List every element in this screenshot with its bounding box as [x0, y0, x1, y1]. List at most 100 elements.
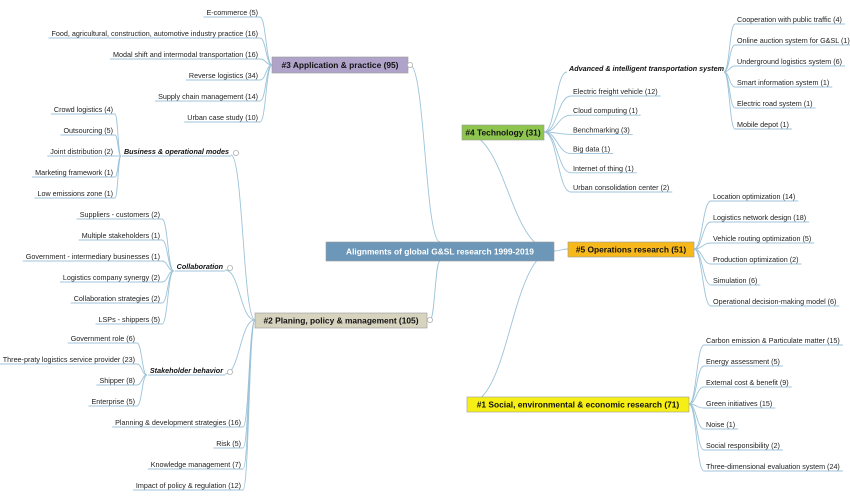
operations-leaf-link	[693, 248, 712, 307]
application-leaf: Reverse logistics (34)	[189, 71, 258, 80]
technology-leaf-link	[543, 131, 572, 193]
social-leaf: Social responsibility (2)	[706, 441, 780, 450]
policy-sub-label: Collaboration	[177, 262, 224, 271]
root-link	[409, 64, 441, 243]
root-link	[553, 248, 569, 252]
policy-leaf-link	[242, 319, 256, 491]
operations-leaf: Location optimization (14)	[713, 192, 795, 201]
policy-leaf: Impact of policy & regulation (12)	[136, 481, 241, 490]
branch-social-box	[466, 396, 690, 413]
policy-sub-leaf: Enterprise (5)	[91, 397, 135, 406]
social-leaf: Carbon emission & Particulate matter (15…	[706, 336, 840, 345]
policy-sub-leaf-link	[114, 113, 122, 157]
technology-leaf-link	[543, 95, 572, 133]
policy-sub-leaf: Multiple stakeholders (1)	[82, 231, 160, 240]
application-leaf: E-commerce (5)	[206, 8, 258, 17]
technology-leaf-link	[543, 114, 572, 133]
operations-leaf: Vehicle routing optimization (5)	[713, 234, 811, 243]
technology-leaf: Urban consolidation center (2)	[573, 183, 669, 192]
policy-leaf: Planning & development strategies (16)	[115, 418, 241, 427]
operations-leaf-link	[693, 221, 712, 250]
application-leaf-link	[259, 37, 273, 66]
branch-policy-box	[254, 312, 428, 329]
policy-link	[224, 269, 256, 321]
social-leaf-link	[688, 403, 705, 472]
policy-sub-leaf: Outsourcing (5)	[63, 126, 113, 135]
technology-leaf: Electric freight vehicle (12)	[573, 87, 658, 96]
policy-sub-leaf: Three-praty logistics service provider (…	[3, 355, 135, 364]
root-link	[429, 260, 441, 321]
expand-toggle-icon	[226, 264, 233, 271]
social-leaf: Energy assessment (5)	[706, 357, 780, 366]
root-link	[466, 250, 555, 405]
policy-link	[230, 154, 256, 321]
operations-leaf: Production optimization (2)	[713, 255, 799, 264]
social-leaf-link	[688, 386, 705, 405]
technology-sub-leaf-link	[723, 71, 736, 130]
social-leaf: Noise (1)	[706, 420, 735, 429]
root-topic: Alignments of global G&SL research 1999-…	[346, 247, 534, 257]
branch-technology-box	[461, 124, 545, 141]
technology-sub-leaf: Electric road system (1)	[737, 99, 813, 108]
policy-sub-leaf-link	[114, 155, 122, 199]
technology-sub-leaf: Online auction system for G&SL (1)	[737, 36, 850, 45]
application-leaf: Modal shift and intermodal transportatio…	[113, 50, 258, 59]
operations-leaf: Simulation (6)	[713, 276, 757, 285]
policy-leaf: Knowledge management (7)	[151, 460, 241, 469]
branch-application: #3 Application & practice (95)	[282, 60, 399, 70]
technology-sub-leaf: Cooperation with public traffic (4)	[737, 15, 842, 24]
social-leaf: External cost & benefit (9)	[706, 378, 789, 387]
technology-sub-leaf-link	[723, 44, 736, 73]
social-leaf: Three-dimensional evaluation system (24)	[706, 462, 840, 471]
branch-social: #1 Social, environmental & economic rese…	[477, 400, 680, 410]
technology-sub-leaf-link	[723, 65, 736, 73]
expand-toggle-icon	[232, 149, 239, 156]
technology-leaf: Benchmarking (3)	[573, 125, 630, 134]
operations-leaf: Logistics network design (18)	[713, 213, 806, 222]
policy-sub-leaf: Crowd logistics (4)	[54, 105, 113, 114]
policy-leaf: Risk (5)	[216, 439, 241, 448]
policy-sub-leaf: LSPs - shippers (5)	[98, 315, 160, 324]
application-leaf-link	[259, 16, 273, 66]
application-leaf-link	[259, 58, 273, 66]
policy-sub-leaf-link	[136, 363, 148, 376]
branch-operations-box	[567, 241, 695, 258]
root-link	[461, 131, 555, 252]
policy-sub-label: Stakeholder behavior	[150, 366, 224, 375]
application-leaf: Urban case study (10)	[187, 113, 258, 122]
technology-sub-leaf: Underground logistics system (6)	[737, 57, 842, 66]
policy-sub-leaf: Shipper (8)	[99, 376, 135, 385]
operations-leaf-link	[693, 200, 712, 250]
operations-leaf: Operational decision-making model (6)	[713, 297, 836, 306]
policy-sub-leaf-link	[161, 239, 174, 272]
policy-sub-label: Business & operational modes	[124, 147, 229, 156]
policy-sub-leaf-link	[161, 270, 175, 325]
policy-sub-leaf: Low emissions zone (1)	[37, 189, 113, 198]
technology-leaf: Internet of thing (1)	[573, 164, 634, 173]
branch-technology: #4 Technology (31)	[465, 128, 540, 138]
policy-sub-leaf: Joint distribution (2)	[50, 147, 113, 156]
application-leaf: Supply chain management (14)	[158, 92, 258, 101]
social-leaf: Green initiatives (15)	[706, 399, 772, 408]
policy-sub-leaf-link	[136, 374, 148, 407]
expand-toggle-icon	[406, 62, 413, 69]
policy-sub-leaf: Government - intermediary businesses (1)	[26, 252, 160, 261]
application-leaf-link	[259, 64, 273, 123]
policy-sub-leaf-link	[114, 134, 122, 157]
policy-sub-leaf: Suppliers - customers (2)	[80, 210, 160, 219]
branch-operations: #5 Operations research (51)	[576, 245, 687, 255]
technology-leaf-link	[543, 131, 572, 155]
social-leaf-link	[688, 365, 705, 405]
technology-leaf: Cloud computing (1)	[573, 106, 638, 115]
technology-link	[543, 71, 568, 133]
policy-sub-leaf-link	[136, 342, 148, 376]
technology-sub-leaf-link	[723, 23, 736, 73]
application-leaf: Food, agricultural, construction, automo…	[51, 29, 258, 38]
policy-sub-leaf-link	[161, 260, 174, 272]
expand-toggle-icon	[226, 368, 233, 375]
technology-sub-leaf: Smart information system (1)	[737, 78, 829, 87]
policy-sub-leaf: Collaboration strategies (2)	[74, 294, 160, 303]
branch-policy: #2 Planing, policy & management (105)	[264, 316, 419, 326]
